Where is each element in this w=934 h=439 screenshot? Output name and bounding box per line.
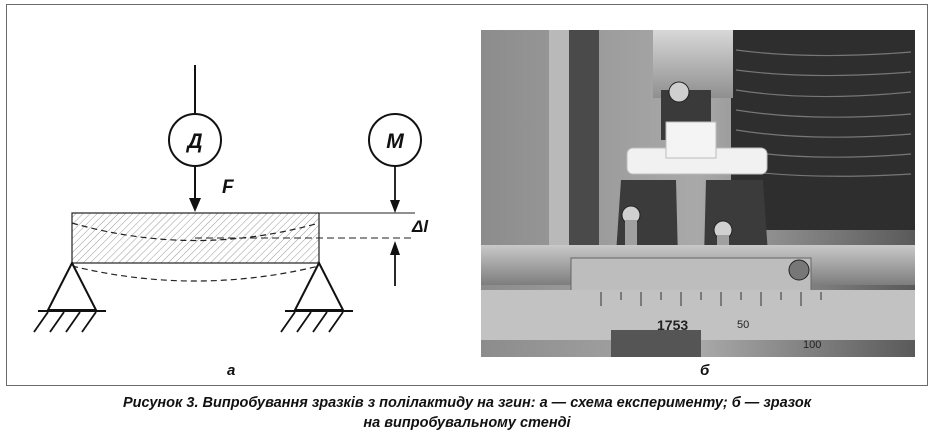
measure-arrow-up-icon (390, 241, 400, 255)
scale-number: 1753 (657, 317, 688, 333)
figure-caption: Рисунок 3. Випробування зразків з поліла… (0, 393, 934, 433)
loading-rod (653, 30, 733, 98)
right-ground-hatch-3 (312, 311, 328, 333)
scale-tick-100: 100 (803, 339, 821, 351)
bending-schematic: Д F М Δl (33, 65, 429, 333)
left-support-icon (46, 260, 98, 311)
left-ground-hatch-3 (65, 311, 81, 333)
right-ground-hatch-4 (328, 311, 344, 333)
caption-line-2: на випробувальному стенді (363, 415, 571, 431)
force-node-label: Д (185, 130, 202, 153)
measure-node-label: М (386, 130, 404, 153)
vertical-scale (549, 30, 569, 270)
left-ground-hatch-2 (49, 311, 65, 333)
right-ground-hatch-1 (280, 311, 296, 333)
force-label: F (222, 177, 235, 198)
scale-tick-50: 50 (737, 319, 749, 331)
left-ground-hatch-1 (33, 311, 49, 333)
right-ground-hatch-2 (296, 311, 312, 333)
left-ground-hatch-4 (81, 311, 97, 333)
force-arrow-icon (189, 198, 201, 212)
panel-a-label: а (227, 362, 236, 379)
deflected-beam-bottom (71, 265, 320, 282)
deflection-label: Δl (411, 217, 429, 236)
test-stand-photo: 1753 50 100 (481, 30, 915, 357)
panel-b-label: б (700, 362, 710, 379)
caption-line-1: Рисунок 3. Випробування зразків з поліла… (122, 395, 812, 411)
figure-frame (6, 4, 928, 386)
measure-arrow-down-icon (390, 200, 400, 213)
deflected-beam-top (71, 222, 320, 242)
